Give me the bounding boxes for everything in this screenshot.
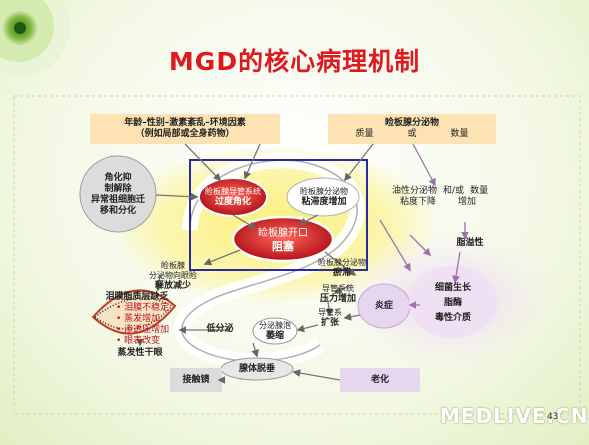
stasis-line1: 睑板腺分泌物	[318, 258, 366, 267]
seborrhea-node: 脂溢性	[448, 236, 492, 250]
contact-lens: 接触镜	[182, 374, 210, 385]
duct-pressure-line2: 压力增加	[319, 294, 356, 304]
tear-item-3: • 渗透压增加	[116, 325, 170, 335]
highlight-box	[189, 159, 368, 271]
release-line2: 分泌物向眼睑	[149, 270, 197, 280]
secretion-quantity: 数量	[450, 129, 469, 139]
stasis-node: 睑板腺分泌物 瘀滞	[310, 256, 374, 280]
diagram-frame	[13, 95, 581, 415]
release-line1: 睑板腺	[161, 260, 185, 270]
keratin-line2: 制解除	[104, 184, 132, 194]
factors-box-bg	[90, 114, 280, 144]
acinar-atrophy-line2: 萎缩	[265, 330, 284, 341]
bacteria-line1: 细菌生长	[434, 282, 471, 293]
tear-item-1: • 泪膜不稳定	[116, 303, 170, 313]
contact-lens-bg	[170, 368, 222, 392]
duct-keratin-line1: 睑板腺导管系统	[205, 187, 261, 196]
keratin-line3: 异常祖细胞迁	[90, 195, 145, 205]
corner-decoration	[0, 0, 70, 78]
secretion-node: 睑板腺分泌物 质量 或 数量	[328, 114, 496, 144]
duct-pressure-line1: 导管系统	[322, 284, 354, 293]
secretion-subrow: 质量 或 数量	[355, 129, 468, 140]
secretion-or: 或	[407, 129, 417, 139]
aging-bg	[340, 368, 420, 392]
tear-item-4: • 眼表改变	[116, 336, 161, 346]
viscosity-line2: 粘滞度增加	[301, 197, 347, 207]
eye-illustration	[91, 289, 177, 335]
page-number: 43	[547, 412, 559, 422]
lipid-oily: 油性分泌物	[392, 186, 438, 196]
bacteria-line3: 毒性介质	[434, 312, 471, 323]
lipid-viscosity-down: 粘度下降	[400, 197, 437, 207]
tear-film-title-node: 泪膜脂质层缺乏	[92, 290, 182, 304]
tear-item-2: • 蒸发增加	[116, 314, 161, 324]
tear-film-list: • 泪膜不稳定 • 蒸发增加 • 渗透压增加 • 眼表改变	[116, 303, 186, 347]
factors-line2: （例如局部或全身药物）	[135, 129, 235, 139]
lipid-row2: 粘度下降 增加	[400, 197, 502, 208]
duct-keratin-line2: 过度角化	[214, 197, 251, 207]
gland-dropout-node: 腺体脱垂	[221, 362, 293, 376]
keratin-node: 角化抑 制解除 异常祖细胞迁 移和分化	[82, 168, 154, 222]
contact-lens-node: 接触镜	[170, 368, 222, 392]
release-line3: 释放减少	[154, 280, 191, 291]
seborrhea: 脂溢性	[456, 237, 484, 248]
viscosity-node: 睑板腺分泌物 粘滞度增加	[288, 185, 360, 209]
viscosity-bg	[286, 177, 360, 217]
aging-node: 老化	[340, 368, 420, 392]
duct-dilation-line1: 导管系	[318, 308, 342, 317]
factors-line1: 年龄–性别–激素紊乱–环境因素	[124, 118, 246, 128]
duct-dilation-node: 导管系 扩张	[304, 306, 356, 330]
gland-dropout: 腺体脱垂	[238, 363, 275, 374]
aging: 老化	[370, 374, 389, 385]
lipid-increase: 增加	[458, 197, 477, 207]
keratin-line4: 移和分化	[99, 206, 136, 216]
evaporative-dry-eye-node: 蒸发性干眼	[100, 346, 180, 360]
low-secretion: 低分泌	[206, 323, 234, 334]
obstruction-node: 睑板腺开口 阻塞	[233, 226, 333, 254]
lipid-andor: 和/或	[443, 186, 465, 196]
inflammation: 炎症	[374, 300, 393, 311]
low-secretion-node: 低分泌	[198, 322, 242, 336]
viscosity-line1: 睑板腺分泌物	[300, 187, 348, 196]
evaporative-dry-eye: 蒸发性干眼	[117, 347, 163, 358]
page-title: MGD的核心病理机制	[168, 47, 421, 76]
obstruction-line2: 阻塞	[272, 239, 294, 253]
bacteria-node: 细菌生长 脂酶 毒性介质	[418, 282, 488, 324]
secretion-quality: 质量	[355, 129, 374, 139]
factors-node: 年龄–性别–激素紊乱–环境因素 （例如局部或全身药物）	[90, 114, 280, 144]
release-node: 睑板腺 分泌物向眼睑 释放减少	[140, 258, 206, 294]
tear-film-title: 泪膜脂质层缺乏	[105, 291, 169, 302]
stasis-line2: 瘀滞	[332, 268, 351, 278]
arrows	[136, 143, 374, 384]
secretion-title: 睑板腺分泌物	[384, 118, 439, 128]
lipid-quantity: 数量	[470, 186, 489, 196]
bacteria-bg	[409, 266, 497, 338]
keratin-line1: 角化抑	[104, 173, 132, 183]
obstruction-line1: 睑板腺开口	[258, 227, 308, 239]
inflammation-node: 炎症	[362, 298, 406, 314]
lipid-change-node: 油性分泌物 和/或 数量 粘度下降 增加	[392, 186, 502, 208]
duct-dilation-line2: 扩张	[320, 318, 339, 328]
bacteria-line2: 脂酶	[443, 297, 462, 308]
keratin-circle	[79, 155, 157, 233]
acinar-atrophy-node: 分泌腺泡 萎缩	[253, 318, 297, 344]
duct-pressure-node: 导管系统 压力增加	[308, 282, 368, 306]
duct-keratin-node: 睑板腺导管系统 过度角化	[199, 185, 267, 209]
lipid-row1: 油性分泌物 和/或 数量	[392, 186, 502, 197]
watermark: MEDLIVE.CN	[440, 404, 589, 428]
secretion-box-bg	[328, 114, 496, 144]
obstruction-bg	[231, 215, 335, 263]
acinar-atrophy-line1: 分泌腺泡	[259, 320, 291, 330]
purple-arrows	[379, 143, 469, 309]
duct-keratin-bg	[198, 177, 268, 217]
